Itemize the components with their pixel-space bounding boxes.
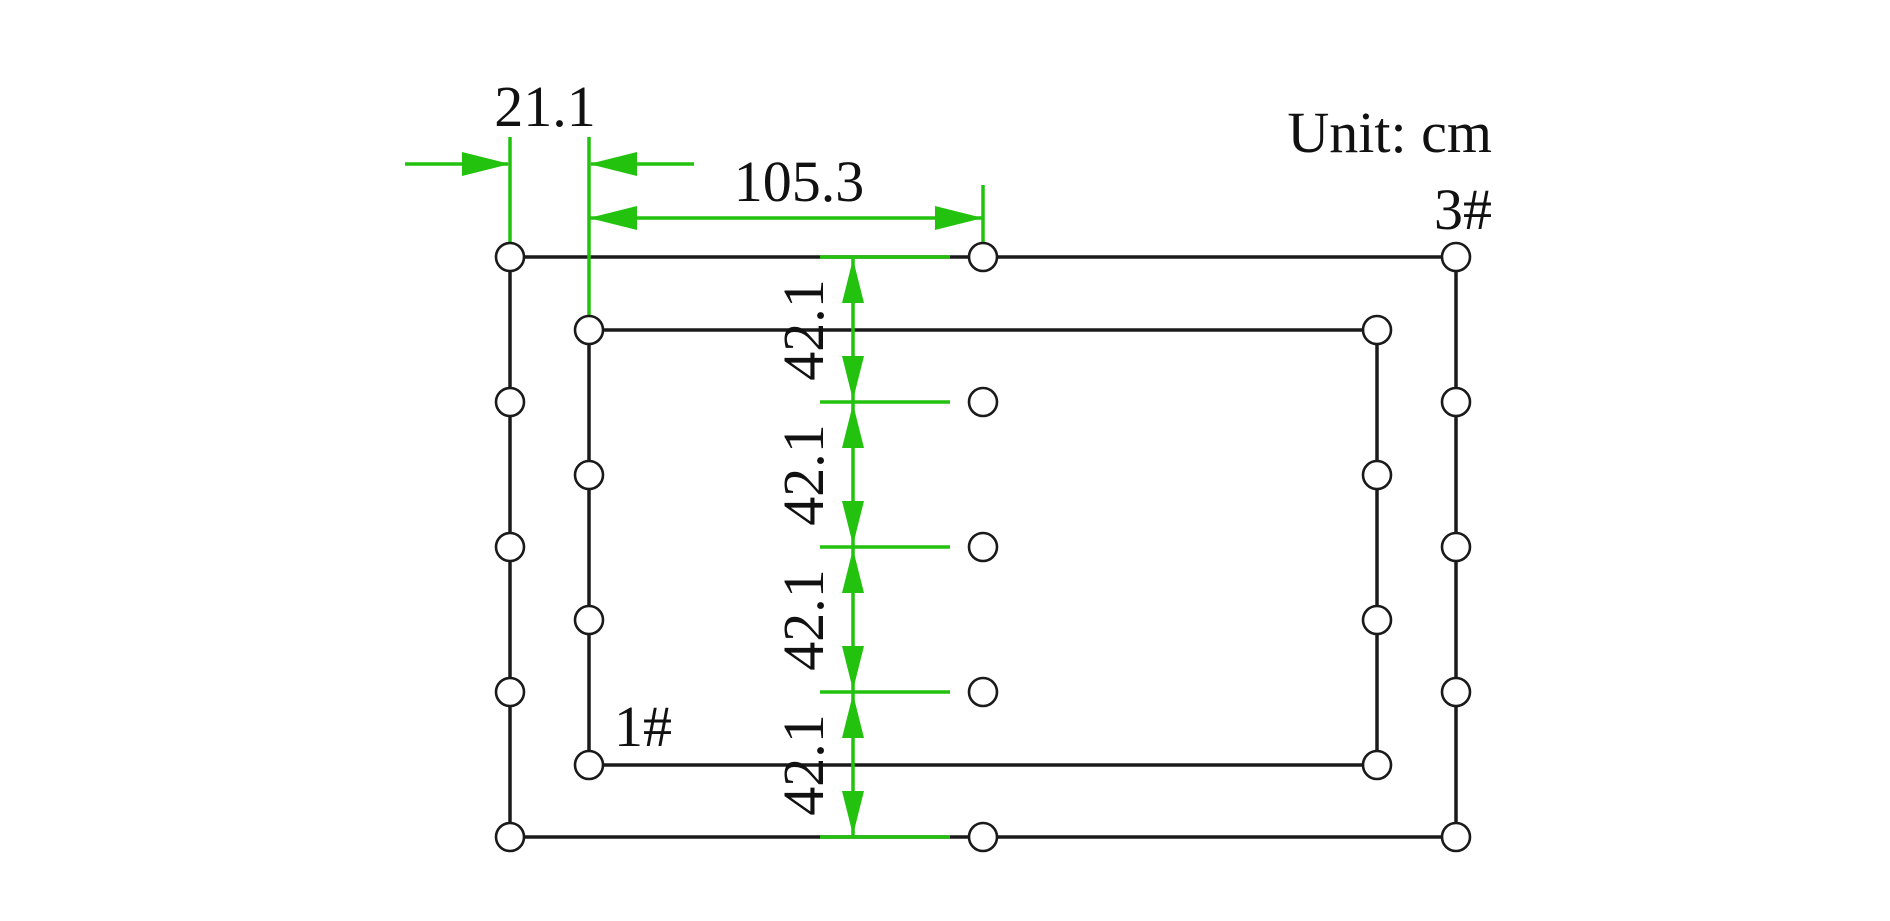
offset-arrow-left bbox=[462, 152, 510, 176]
span-arrow-right bbox=[935, 206, 983, 230]
spacing-arrow bbox=[842, 549, 864, 593]
measurement-point bbox=[1361, 749, 1393, 781]
measurement-point bbox=[1440, 821, 1472, 853]
dimension-lines bbox=[405, 137, 985, 839]
spacing-label-3: 42.1 bbox=[771, 569, 836, 671]
measurement-point bbox=[1440, 676, 1472, 708]
measurement-point bbox=[573, 459, 605, 491]
span-dimension-label: 105.3 bbox=[734, 149, 865, 214]
measurement-point bbox=[494, 531, 526, 563]
measurement-point bbox=[494, 676, 526, 708]
measurement-point bbox=[573, 314, 605, 346]
measurement-point bbox=[967, 676, 999, 708]
spacing-arrow bbox=[842, 646, 864, 690]
spacing-arrow bbox=[842, 356, 864, 400]
measurement-point bbox=[1440, 386, 1472, 418]
span-arrow-left bbox=[589, 206, 637, 230]
measurement-point bbox=[1440, 241, 1472, 273]
measurement-point bbox=[494, 821, 526, 853]
inner-frame-1 bbox=[587, 328, 1379, 767]
spacing-label-2: 42.1 bbox=[771, 424, 836, 526]
measurement-point bbox=[1440, 531, 1472, 563]
spacing-label-1: 42.1 bbox=[771, 279, 836, 381]
labels: Unit: cm 3# 1# 21.1 105.3 42.1 42.1 42.1… bbox=[494, 74, 1492, 816]
measurement-point bbox=[967, 386, 999, 418]
unit-label: Unit: cm bbox=[1287, 100, 1492, 165]
spacing-arrow bbox=[842, 791, 864, 835]
spacing-label-4: 42.1 bbox=[771, 714, 836, 816]
spacing-arrow bbox=[842, 694, 864, 738]
measurement-point bbox=[494, 386, 526, 418]
measurement-points bbox=[494, 241, 1472, 853]
measurement-point bbox=[1361, 604, 1393, 636]
measurement-point bbox=[573, 749, 605, 781]
offset-dimension-label: 21.1 bbox=[494, 74, 596, 139]
spacing-arrow bbox=[842, 259, 864, 303]
outer-frame-label: 3# bbox=[1434, 177, 1492, 242]
measurement-point bbox=[1361, 459, 1393, 491]
measurement-point bbox=[1361, 314, 1393, 346]
measurement-point bbox=[967, 241, 999, 273]
measurement-point bbox=[967, 531, 999, 563]
measurement-point bbox=[573, 604, 605, 636]
measurement-point bbox=[967, 821, 999, 853]
spacing-arrow bbox=[842, 404, 864, 448]
measurement-point bbox=[494, 241, 526, 273]
offset-arrow-right bbox=[589, 152, 637, 176]
inner-frame-label: 1# bbox=[614, 694, 672, 759]
spacing-arrow bbox=[842, 501, 864, 545]
